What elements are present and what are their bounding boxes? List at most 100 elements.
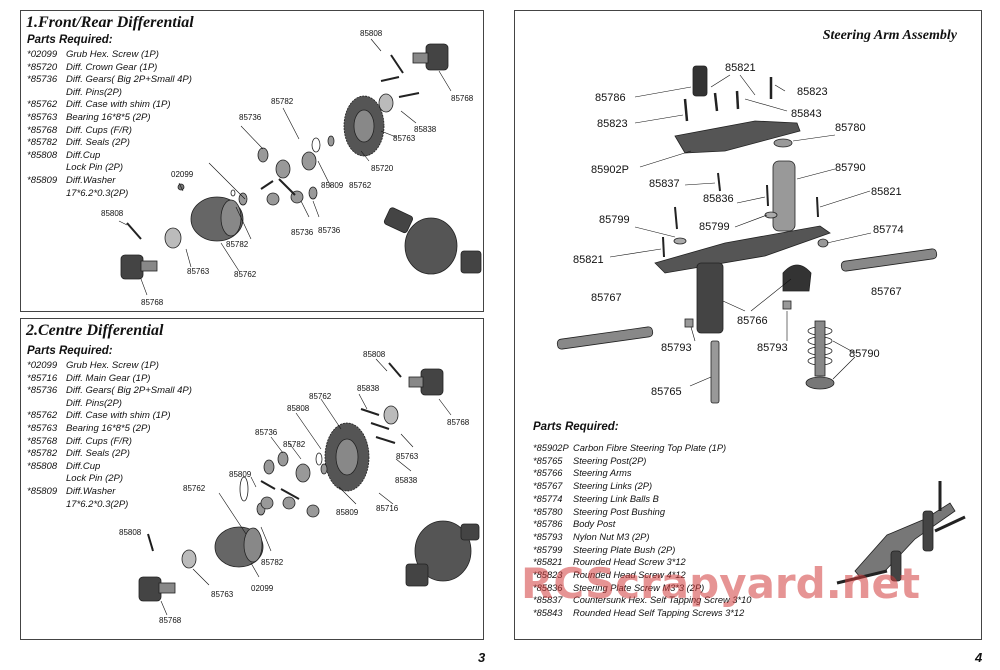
- part-item: *85763 Bearing 16*8*5 (2P): [27, 423, 192, 436]
- part-code: *85843: [533, 608, 563, 619]
- part-description: Diff. Main Gear (1P): [66, 372, 151, 384]
- diff-gear: [266, 192, 280, 206]
- lock-pin: [147, 533, 154, 552]
- part-callout-label: 85809: [321, 181, 344, 190]
- part-code: *85765: [533, 455, 563, 466]
- part-code: *85736: [27, 385, 58, 397]
- part-code: *85763: [27, 422, 58, 434]
- diff-pin: [260, 480, 276, 490]
- part-item: Diff. Pins(2P): [27, 87, 192, 100]
- diff-cup-shaft: [408, 376, 424, 388]
- part-item: 17*6.2*0.3(2P): [27, 188, 192, 201]
- assembled-diff-cup: [460, 250, 482, 274]
- assembled-diff-cup: [405, 563, 429, 587]
- part-description: Grub Hex. Screw (1P): [66, 49, 159, 60]
- part-description: Bearing 16*8*5 (2P): [66, 422, 151, 434]
- part-callout-label: 85808: [360, 29, 383, 38]
- diff-gear: [282, 496, 296, 510]
- part-code: *85793: [533, 531, 563, 542]
- part-callout-label: 85768: [447, 418, 470, 427]
- part-item: 17*6.2*0.3(2P): [27, 499, 192, 512]
- part-callout-label: 85736: [318, 226, 341, 235]
- steering-link: [840, 248, 938, 272]
- part-description: 17*6.2*0.3(2P): [66, 498, 129, 510]
- part-item: Lock Pin (2P): [27, 162, 192, 175]
- part-callout-label: 85736: [239, 113, 262, 122]
- part-code: *85809: [27, 174, 58, 186]
- part-item: *85809 Diff.Washer: [27, 175, 192, 188]
- part-callout-label: 85716: [376, 504, 399, 513]
- part-callout-label: 85793: [757, 342, 788, 354]
- assembled-diff-cup: [383, 207, 413, 234]
- part-callout-label: 85765: [651, 386, 682, 398]
- part-callout-label: 85782: [271, 97, 294, 106]
- parts-heading: Parts Required:: [27, 34, 113, 46]
- lock-pin: [126, 222, 142, 240]
- part-callout-label: 85821: [871, 186, 902, 198]
- diff-cup: [138, 576, 162, 602]
- bearing: [164, 227, 182, 249]
- part-callout-label: 85808: [101, 209, 124, 218]
- part-description: Bearing 16*8*5 (2P): [66, 111, 151, 123]
- part-description: Rounded Head Screw 4*12: [573, 570, 686, 581]
- part-callouts: 8582185786858238582385843857808579085902…: [573, 62, 904, 398]
- screw: [398, 92, 420, 98]
- part-callout-label: 85808: [119, 528, 142, 537]
- part-callout-label: 85838: [395, 476, 418, 485]
- part-code: *85762: [27, 410, 58, 422]
- screw: [816, 196, 819, 218]
- part-callout-label: 85808: [363, 350, 386, 359]
- part-description: Diff. Cups (F/R): [66, 435, 132, 447]
- part-callout-label: 85902P: [591, 164, 629, 176]
- diff-gear: [306, 504, 320, 518]
- diff-cup-shaft: [158, 582, 176, 594]
- part-callout-label: 85763: [211, 590, 234, 599]
- nylon-nut: [782, 300, 792, 310]
- part-description: Countersunk Hex. Self Tapping Screw 3*10: [573, 595, 752, 606]
- part-description: Diff.Cup: [66, 460, 101, 472]
- part-callout-label: 85762: [309, 392, 332, 401]
- screw: [380, 76, 400, 82]
- part-callout-label: 85836: [703, 193, 734, 205]
- diff-cup-shaft: [140, 260, 158, 272]
- diff-washer: [315, 452, 323, 466]
- plate-bush: [673, 237, 687, 245]
- diff-cup: [420, 368, 444, 396]
- part-callout-label: 85763: [396, 452, 419, 461]
- diff-washer: [311, 137, 321, 153]
- steering-exploded-diagram: 8582185786858238582385843857808579085902…: [556, 62, 966, 585]
- steering-arm: [696, 262, 724, 334]
- part-callout-label: 85766: [737, 315, 768, 327]
- part-description: Steering Post Bushing: [573, 506, 665, 517]
- part-callout-label: 85786: [595, 92, 626, 104]
- assembled-diff-cup: [460, 523, 480, 541]
- part-code: *85809: [27, 485, 58, 497]
- centre-differential-exploded-diagram: 8580885768858388576285808857368578285763…: [119, 350, 480, 625]
- part-callout-label: 85780: [835, 122, 866, 134]
- part-description: Steering Arms: [573, 468, 632, 479]
- diff-cup: [425, 43, 449, 71]
- part-callouts: 8580885768858388576285808857368578285763…: [119, 350, 470, 625]
- part-code: *85774: [533, 493, 563, 504]
- part-callout-label: 85808: [287, 404, 310, 413]
- part-description: Diff.Washer: [66, 174, 116, 186]
- part-code: *85780: [533, 506, 563, 517]
- spring-base: [805, 376, 835, 390]
- screw: [674, 206, 678, 230]
- steering-link: [556, 326, 654, 350]
